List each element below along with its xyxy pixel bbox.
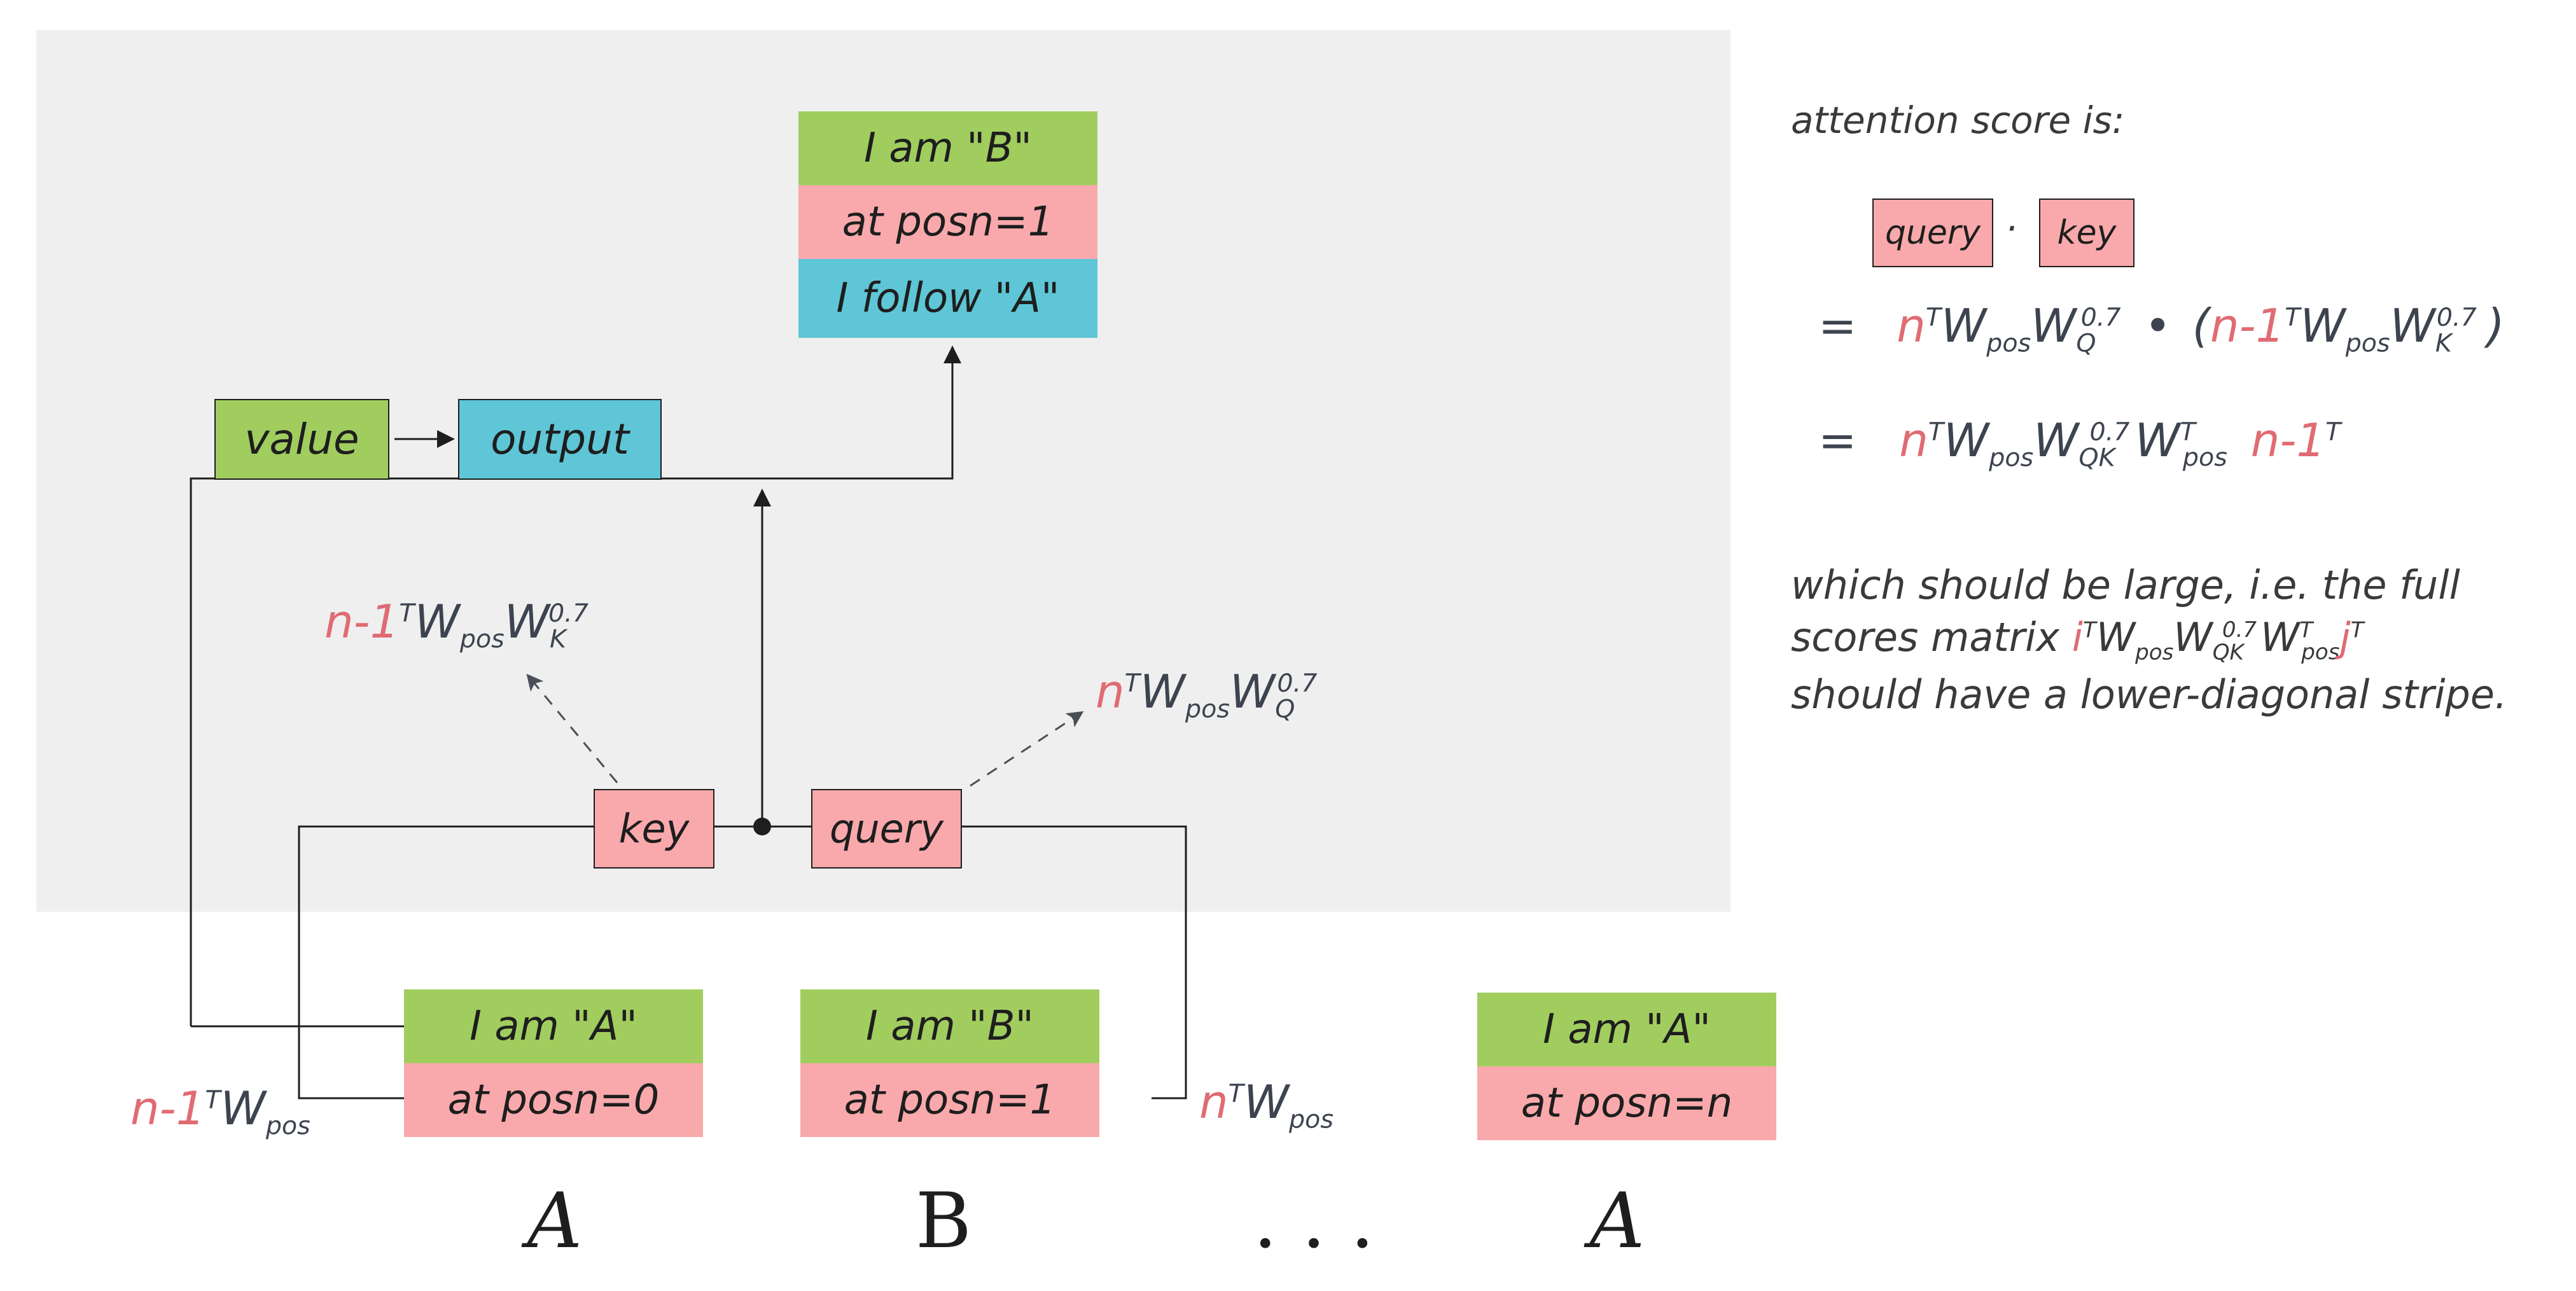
query-input-line bbox=[962, 825, 1187, 1099]
output-follows: I follow "A" bbox=[798, 259, 1097, 338]
key-dashed-arrow bbox=[526, 673, 618, 783]
output-identity: I am "B" bbox=[798, 111, 1097, 185]
value-box: value bbox=[214, 399, 389, 480]
token-symbol-a: A bbox=[527, 1177, 583, 1266]
query-vector-expression: nTWposWQ0.7 bbox=[1096, 665, 1318, 724]
token-stack-an: I am "A" at posn=n bbox=[1477, 993, 1776, 1140]
query-dashed-arrow bbox=[970, 711, 1084, 787]
token-position: at posn=1 bbox=[800, 1063, 1099, 1137]
output-box: output bbox=[458, 399, 662, 480]
token-position: at posn=n bbox=[1477, 1066, 1776, 1140]
token-position: at posn=0 bbox=[404, 1063, 703, 1137]
key-input-line bbox=[298, 825, 594, 1099]
equation-line-1: = nTWposWQ0.7 • (n-1TWposWK0.7) bbox=[1818, 299, 2505, 358]
query-box: query bbox=[811, 789, 962, 869]
left-position-label: n-1TWpos bbox=[130, 1082, 310, 1141]
annotation-key-box: key bbox=[2039, 199, 2134, 267]
token-stack-a0: I am "A" at posn=0 bbox=[404, 989, 703, 1137]
token-identity: I am "A" bbox=[404, 989, 703, 1063]
token-symbol-b: B bbox=[915, 1177, 972, 1266]
annotation-paragraph-line-3: should have a lower-diagonal stripe. bbox=[1791, 671, 2507, 718]
output-position: at posn=1 bbox=[798, 185, 1097, 259]
output-token-stack: I am "B" at posn=1 I follow "A" bbox=[798, 111, 1097, 338]
token-identity: I am "A" bbox=[1477, 993, 1776, 1066]
ellipsis: . . . bbox=[1253, 1177, 1375, 1266]
annotation-paragraph-line-1: which should be large, i.e. the full bbox=[1791, 562, 2460, 608]
key-box: key bbox=[594, 789, 714, 869]
annotation-query-box: query bbox=[1872, 199, 1993, 267]
token-symbol-a-n: A bbox=[1589, 1177, 1645, 1266]
annotation-paragraph-line-2: scores matrix iTWposWQK0.7WTposjT bbox=[1791, 614, 2364, 666]
annotation-heading: attention score is: bbox=[1791, 99, 2125, 142]
key-vector-expression: n-1TWposWK0.7 bbox=[324, 595, 588, 654]
right-position-label: nTWpos bbox=[1199, 1075, 1333, 1134]
token-identity: I am "B" bbox=[800, 989, 1099, 1063]
annotation-dot: · bbox=[2005, 207, 2017, 250]
token-stack-b1: I am "B" at posn=1 bbox=[800, 989, 1099, 1137]
